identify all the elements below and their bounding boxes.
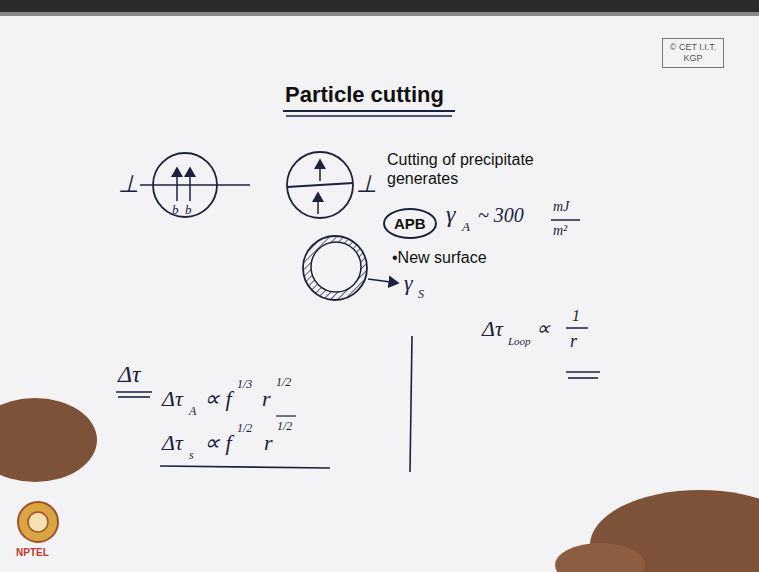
fraction-bar	[551, 219, 580, 221]
underline	[118, 396, 150, 398]
hand	[555, 543, 645, 572]
exponent: 1/2	[237, 422, 252, 434]
fraction-bar	[566, 327, 588, 329]
burgers-arrow	[319, 160, 321, 181]
exponent: 1/2	[276, 376, 291, 388]
subscript: Loop	[508, 336, 531, 347]
subscript: A	[462, 220, 470, 233]
numerator: 1	[572, 308, 580, 324]
burgers-arrow	[317, 193, 319, 214]
underline	[116, 391, 152, 393]
node-text: APB	[394, 215, 426, 232]
title-underline	[286, 115, 452, 117]
subscript: s	[189, 449, 194, 461]
underline	[160, 466, 330, 468]
symbol: γ	[446, 202, 455, 226]
hand	[0, 398, 97, 482]
dislocation-symbol: ⊥	[118, 172, 139, 196]
relation: ∝ f	[204, 388, 232, 410]
bullet-text: •New surface	[392, 250, 487, 266]
subscript: S	[418, 288, 424, 300]
symbol: r	[262, 388, 271, 410]
precipitate-circle: bb	[152, 152, 218, 232]
underline	[568, 377, 598, 379]
symbol: Δτ	[162, 388, 183, 410]
shear-plane	[287, 183, 353, 187]
symbol: r	[264, 432, 273, 454]
symbol: Δτ	[482, 318, 503, 340]
title-underline	[283, 110, 455, 112]
unit: m²	[553, 224, 567, 238]
copyright-box: © CET I.I.T. KGP	[662, 38, 724, 68]
logo	[18, 502, 58, 542]
symbol: Δτ	[162, 432, 183, 454]
symbol: γ	[404, 272, 413, 294]
slide-title: Particle cutting	[285, 84, 444, 106]
top-band	[0, 0, 759, 12]
relation: ∝	[536, 318, 550, 338]
logo-text: NPTEL	[16, 548, 49, 558]
circled-term: APB	[383, 208, 437, 239]
top-band-edge	[0, 12, 759, 16]
underline	[276, 415, 296, 416]
unit: mJ	[553, 200, 569, 214]
exponent: 1/3	[237, 378, 252, 390]
note-text: Cutting of precipitate generates	[387, 150, 567, 188]
denominator: r	[570, 332, 577, 350]
leader-arrow	[368, 279, 398, 283]
underline	[566, 371, 600, 373]
sheared-precipitate	[287, 152, 353, 218]
burgers-label: b	[172, 203, 179, 216]
relation: ∝ f	[204, 432, 232, 454]
node-text: © CET I.I.T. KGP	[667, 42, 719, 64]
subscript: A	[189, 405, 196, 417]
surface-ring	[303, 236, 367, 300]
dislocation-symbol: ⊥	[356, 172, 377, 196]
surface-ring-inner	[311, 242, 361, 292]
logo	[28, 512, 48, 532]
slip-plane	[140, 184, 250, 186]
symbol: Δτ	[118, 362, 141, 386]
value: ~ 300	[478, 205, 524, 225]
exponent: 1/2	[277, 420, 292, 432]
circle-outline	[152, 152, 218, 232]
divider	[410, 336, 412, 472]
burgers-label: b	[185, 203, 192, 216]
